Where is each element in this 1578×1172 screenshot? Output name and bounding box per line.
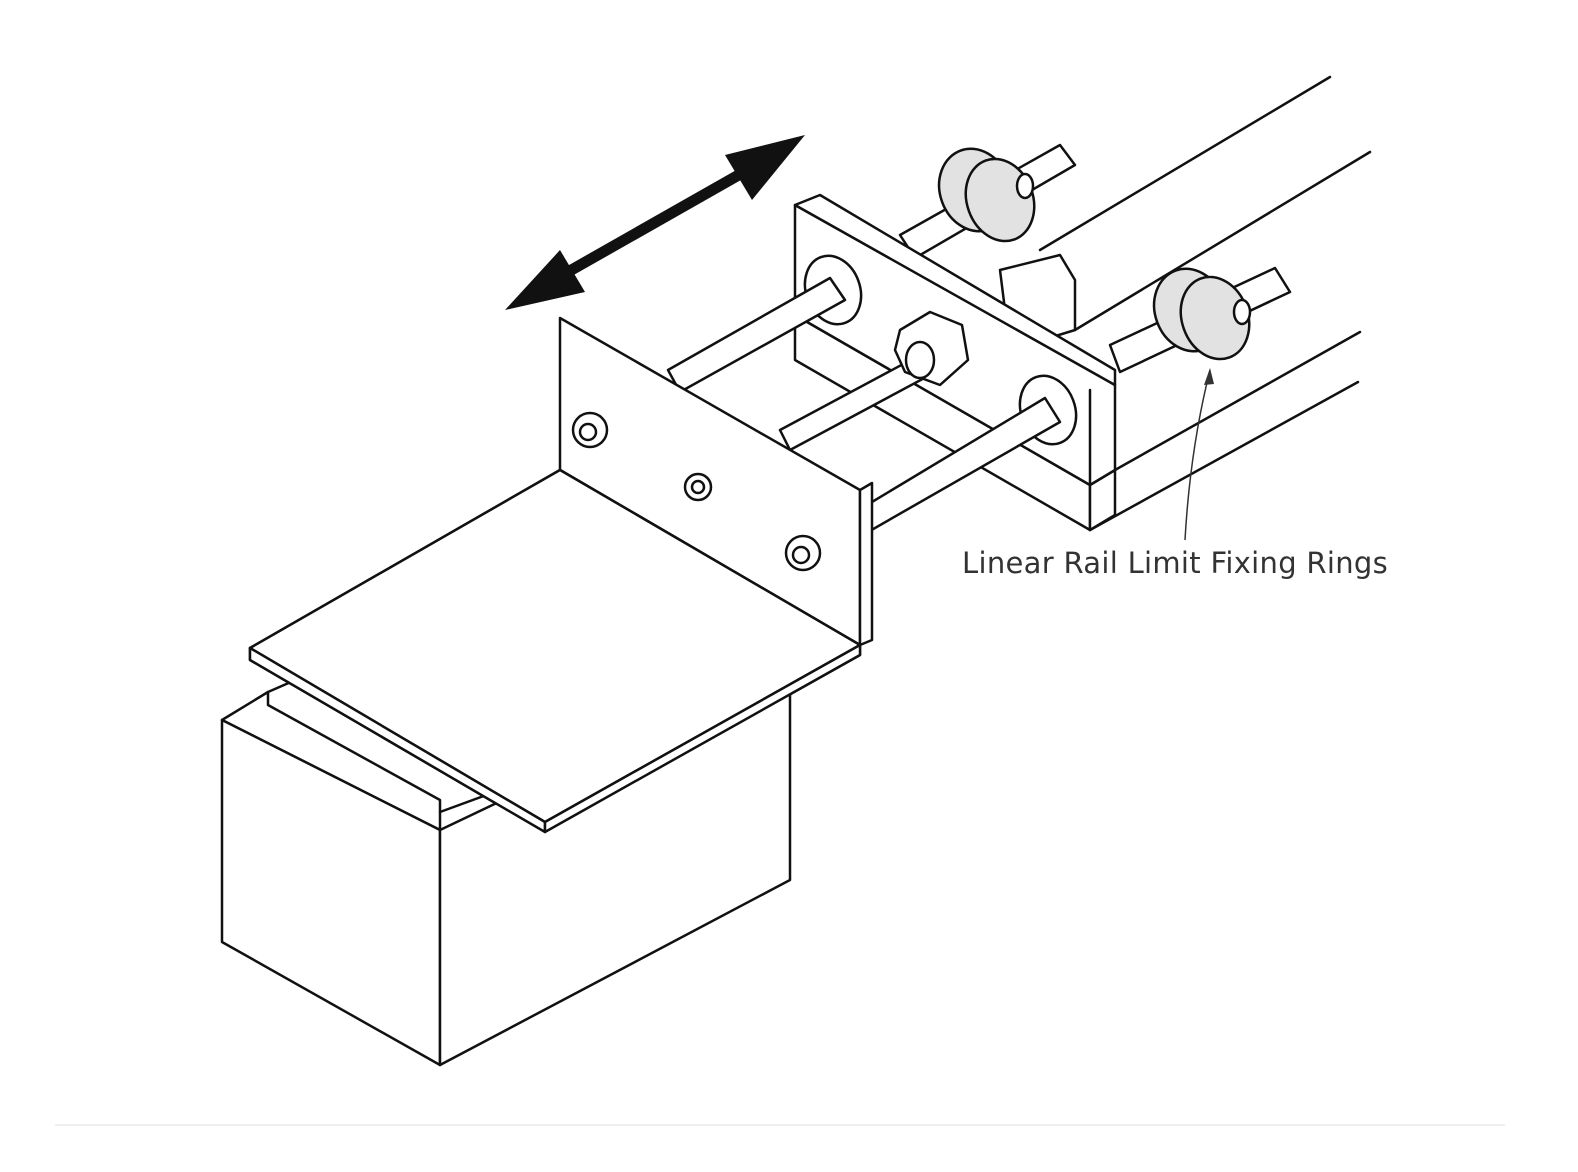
bidirectional-arrow-icon — [505, 135, 805, 310]
limit-fixing-ring-lower — [1152, 267, 1252, 361]
guide-rods — [666, 276, 1062, 534]
bolt-icons — [571, 411, 822, 572]
divider — [55, 1124, 1505, 1126]
limit-fixing-ring-upper — [937, 147, 1036, 243]
bolt-left — [571, 411, 609, 449]
nut-center — [683, 472, 713, 502]
bolt-right — [784, 534, 822, 572]
callout-arrowhead — [1204, 368, 1214, 385]
callout-leader-line — [1184, 369, 1211, 541]
bracket-plate-front — [248, 468, 862, 834]
motor-box — [220, 676, 792, 1067]
hex-nut — [893, 310, 970, 387]
callout-label: Linear Rail Limit Fixing Rings — [962, 546, 1389, 580]
linear-rails — [1038, 75, 1372, 532]
